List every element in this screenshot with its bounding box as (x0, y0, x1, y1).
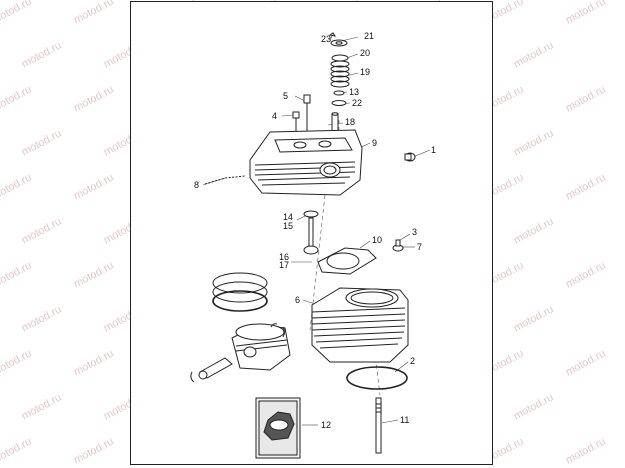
leader-lines (202, 35, 431, 426)
keeper-23 (328, 32, 337, 37)
circlip-top (270, 323, 278, 328)
cylinder-6 (311, 287, 409, 363)
callout-4: 4 (272, 111, 278, 121)
valve-spring-19 (330, 60, 350, 88)
callout-6: 6 (295, 295, 301, 305)
callout-19: 19 (360, 67, 371, 77)
cylinder-head-9 (249, 129, 363, 196)
callout-16: 16 (279, 252, 290, 262)
head-bolt-5 (303, 94, 311, 135)
wrist-pin (198, 357, 233, 380)
callout-18: 18 (345, 117, 356, 127)
callout-12: 12 (321, 420, 332, 430)
washer-22 (331, 100, 347, 106)
valve-15 (303, 217, 319, 255)
callout-3: 3 (412, 227, 418, 237)
gasket-kit-12 (255, 397, 301, 459)
callout-9: 9 (372, 138, 378, 148)
callout-7: 7 (417, 242, 423, 252)
seal-13 (333, 90, 345, 96)
valve-spring-cap-21 (330, 39, 348, 47)
callout-15: 15 (283, 221, 294, 231)
callout-14: 14 (283, 212, 294, 222)
callout-23: 23 (321, 34, 332, 44)
callout-8: 8 (194, 180, 200, 190)
callout-1: 1 (431, 145, 437, 155)
callout-22: 22 (352, 98, 363, 108)
callout-17: 17 (279, 260, 290, 270)
callout-20: 20 (360, 48, 371, 58)
callout-2: 2 (410, 356, 416, 366)
plug-3-7 (392, 239, 404, 252)
callout-21: 21 (364, 31, 375, 41)
circlip-left (190, 371, 195, 383)
oil-line-8 (204, 175, 246, 185)
callout-13: 13 (349, 87, 360, 97)
callout-5: 5 (283, 91, 289, 101)
circlip-right (282, 326, 285, 338)
fitting-1 (404, 152, 416, 162)
piston (231, 323, 291, 371)
callout-10: 10 (372, 235, 383, 245)
valve-seal-14 (303, 210, 319, 218)
cylinder-stud-11 (375, 397, 382, 454)
head-gasket-10 (317, 247, 377, 275)
piston-rings-16-17 (212, 272, 268, 312)
callout-11: 11 (400, 415, 410, 425)
o-ring-2 (346, 366, 408, 390)
spring-collar-20 (331, 54, 349, 62)
